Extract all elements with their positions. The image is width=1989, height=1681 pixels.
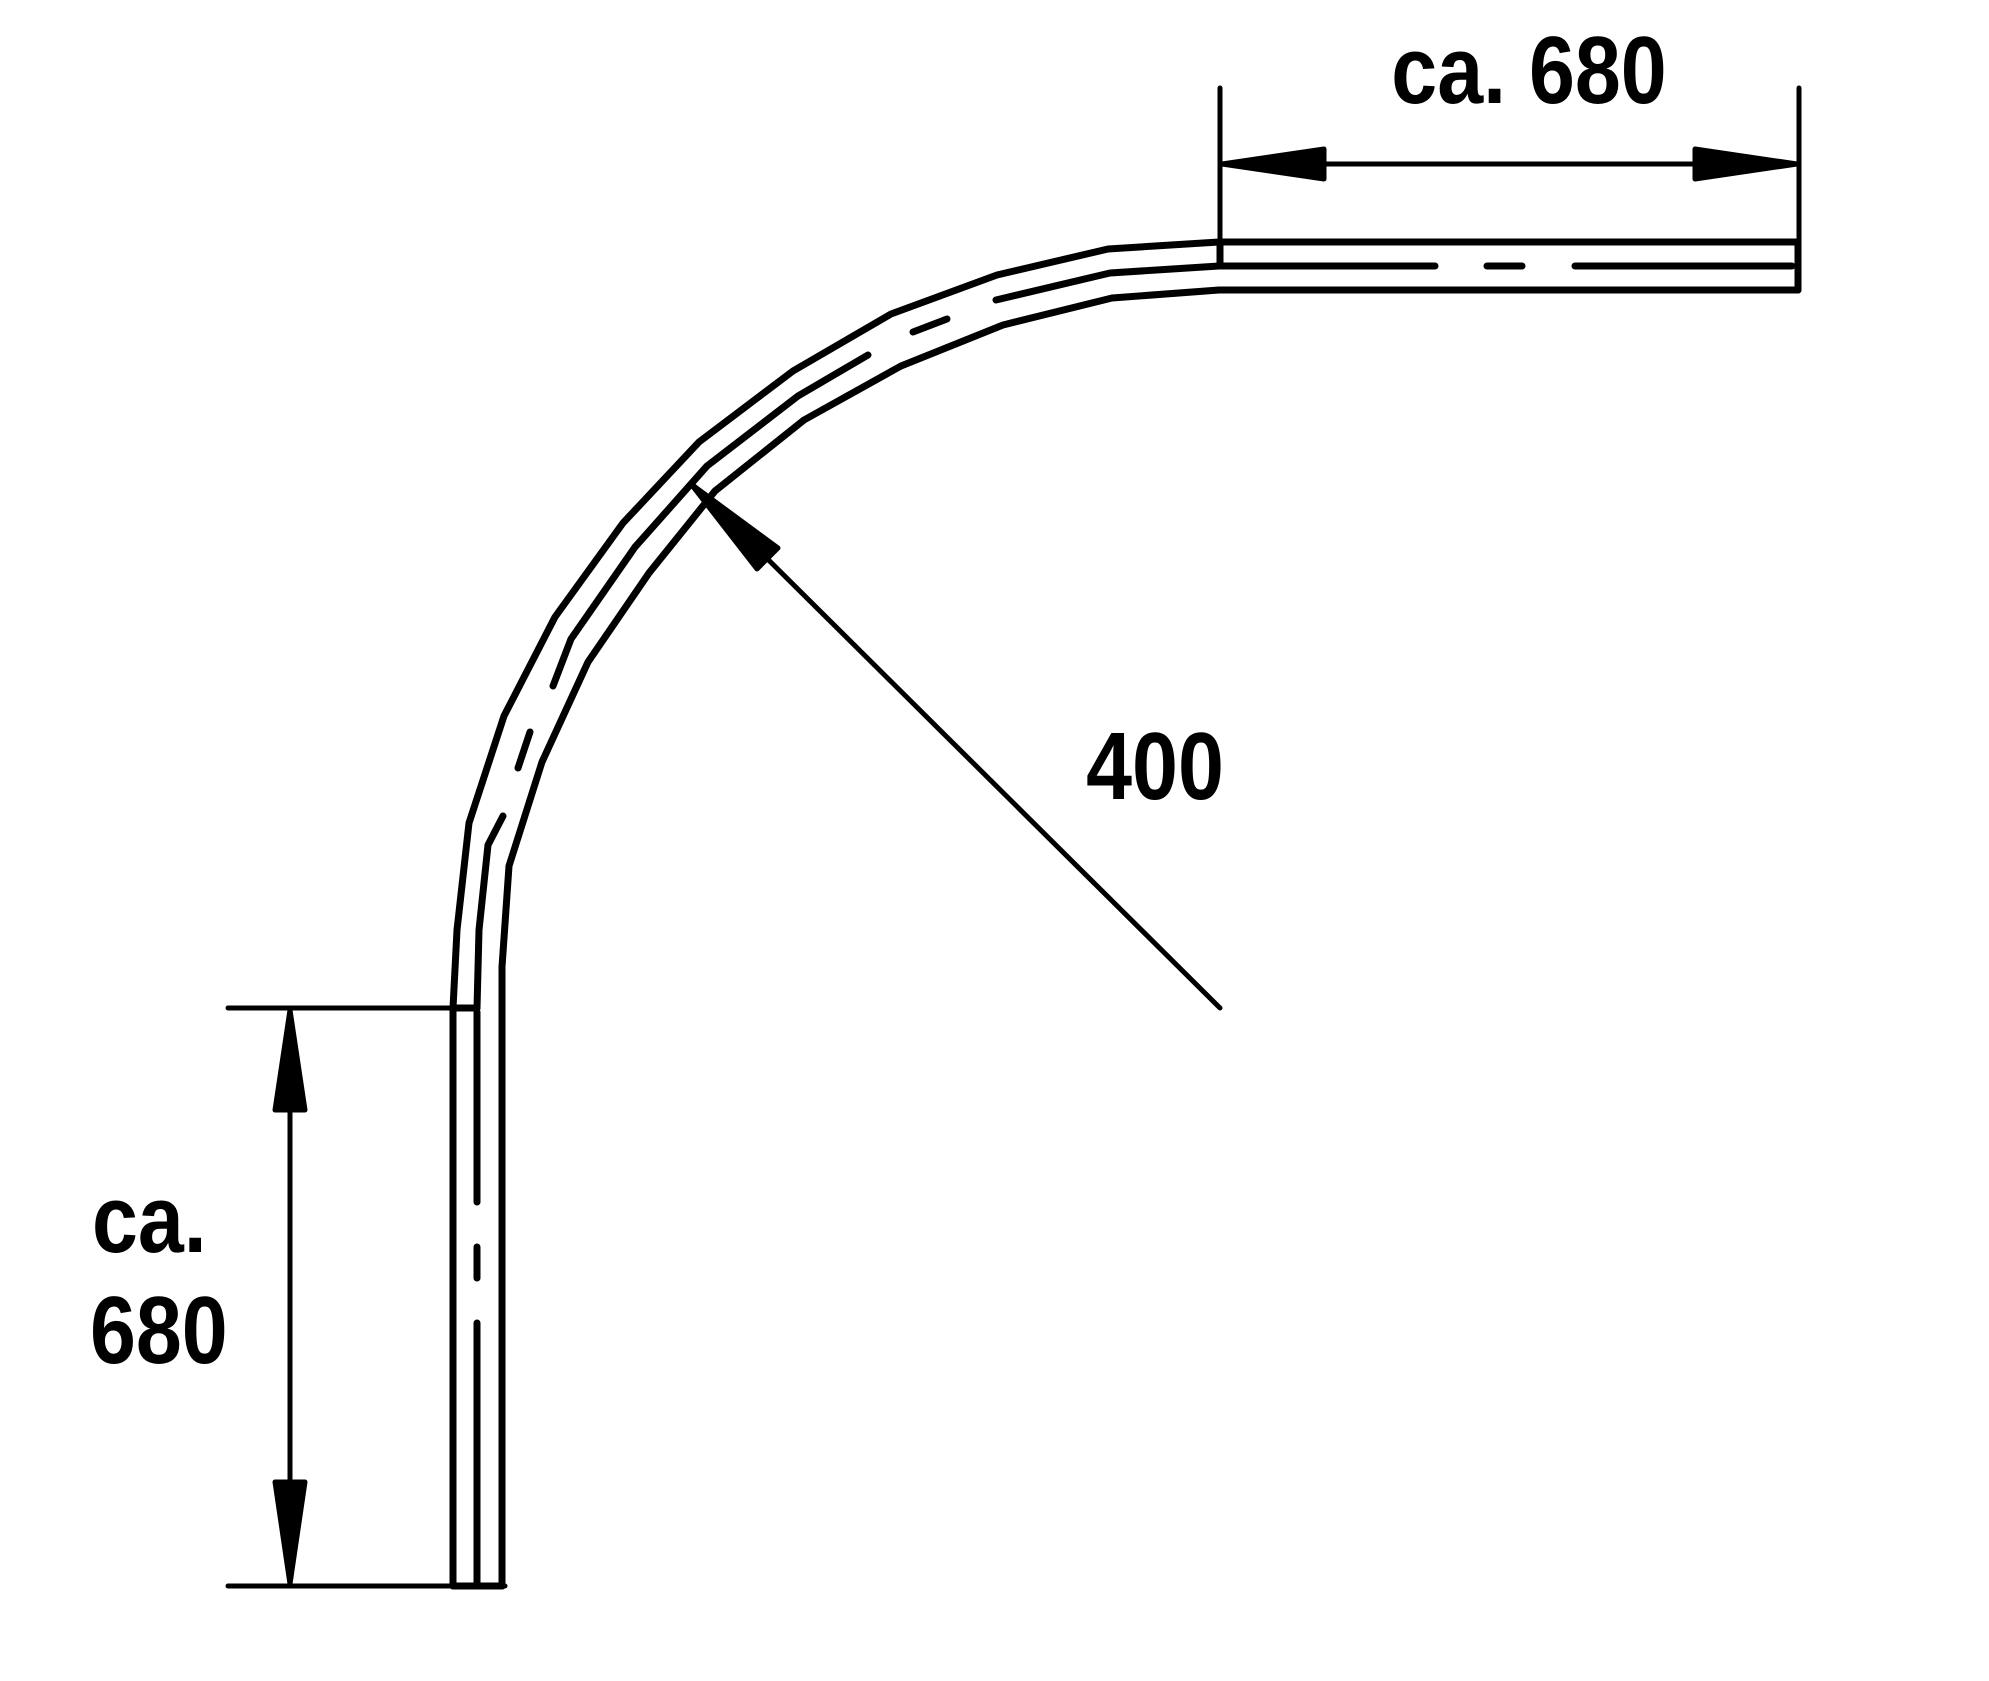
vertical-dimension-label-line2: 680 (90, 1276, 228, 1383)
arrowhead-down-icon (272, 1479, 308, 1587)
arrowhead-up-icon (272, 1007, 308, 1113)
centerline-dash (473, 812, 507, 1012)
radius-dimension-label: 400 (1086, 712, 1224, 819)
horizontal-dimension (1217, 85, 1802, 293)
radius-arrowhead-icon (688, 481, 781, 572)
horizontal-dimension-label: ca. 680 (1391, 16, 1666, 123)
inner-edge (498, 286, 1802, 1590)
centerline-dash (909, 315, 951, 336)
centerline-dash (992, 262, 1223, 304)
arrowhead-right-icon (1692, 146, 1800, 182)
tray-centerline (473, 262, 1796, 1590)
radius-leader-line (689, 481, 1223, 1011)
radius-dimension (688, 481, 1223, 1011)
arrowhead-left-icon (1219, 146, 1327, 182)
vertical-dimension-label-line1: ca. (92, 1165, 207, 1272)
centerline-dash (514, 728, 534, 772)
outer-edge (449, 238, 1802, 1590)
vertical-dimension (225, 1005, 508, 1589)
centerline-dash (549, 351, 872, 690)
